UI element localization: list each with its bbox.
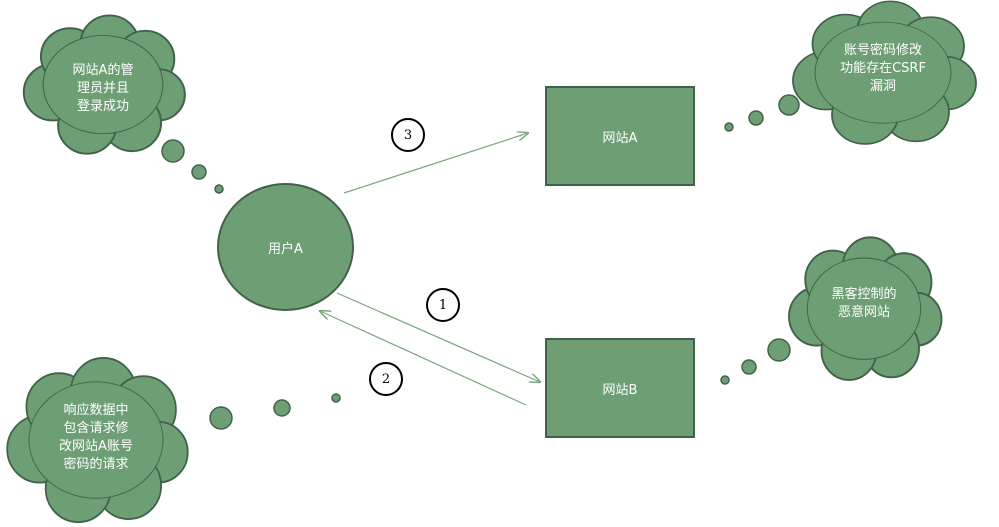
node-site-a-label: 网站A [602, 130, 638, 146]
node-site-b: 网站B [545, 338, 695, 438]
node-user-a-label: 用户A [268, 241, 303, 257]
step-1-label: 1 [438, 297, 448, 313]
cloud-hacker-line: 恶意网站 [837, 305, 890, 320]
cloud-csrf-inner [815, 22, 951, 123]
cloud-admin-line: 理员并且 [76, 81, 129, 96]
step-3-label: 3 [403, 127, 413, 143]
cloud-response-line: 密码的请求 [63, 457, 129, 472]
cloud-response-line: 响应数据中 [63, 403, 129, 418]
cloud-admin-line: 网站A的管 [72, 63, 134, 78]
node-site-b-label: 网站B [602, 382, 638, 398]
thought-bubbles-response [209, 393, 341, 430]
thought-bubbles-hacker [720, 338, 791, 385]
arrow-step-3 [343, 133, 528, 194]
cloud-csrf-text: 账号密码修改 功能存在CSRF 漏洞 [823, 42, 943, 96]
cloud-hacker-inner [807, 258, 921, 359]
cloud-hacker-text: 黑客控制的 恶意网站 [809, 286, 919, 322]
cloud-csrf-line: 漏洞 [869, 79, 896, 94]
node-site-a: 网站A [545, 86, 695, 186]
cloud-response-text: 响应数据中 包含请求修 改网站A账号 密码的请求 [41, 402, 151, 474]
step-3-badge: 3 [391, 118, 425, 152]
cloud-csrf-line: 功能存在CSRF [840, 61, 926, 76]
cloud-response-line: 改网站A账号 [59, 439, 133, 454]
cloud-hacker-line: 黑客控制的 [831, 287, 897, 302]
cloud-response-line: 包含请求修 [63, 421, 129, 436]
cloud-admin-inner [43, 35, 163, 134]
arrow-step-1 [336, 292, 540, 382]
cloud-admin-text: 网站A的管 理员并且 登录成功 [53, 62, 153, 116]
step-2-label: 2 [381, 371, 391, 387]
cloud-admin-line: 登录成功 [76, 99, 129, 114]
thought-bubbles-admin [161, 139, 224, 194]
arrow-step-2 [320, 311, 527, 406]
node-user-a: 用户A [217, 183, 354, 311]
step-1-badge: 1 [426, 288, 460, 322]
step-2-badge: 2 [369, 362, 403, 396]
cloud-response-inner [29, 382, 163, 498]
cloud-csrf-line: 账号密码修改 [843, 43, 922, 58]
thought-bubbles-csrf [724, 94, 800, 132]
